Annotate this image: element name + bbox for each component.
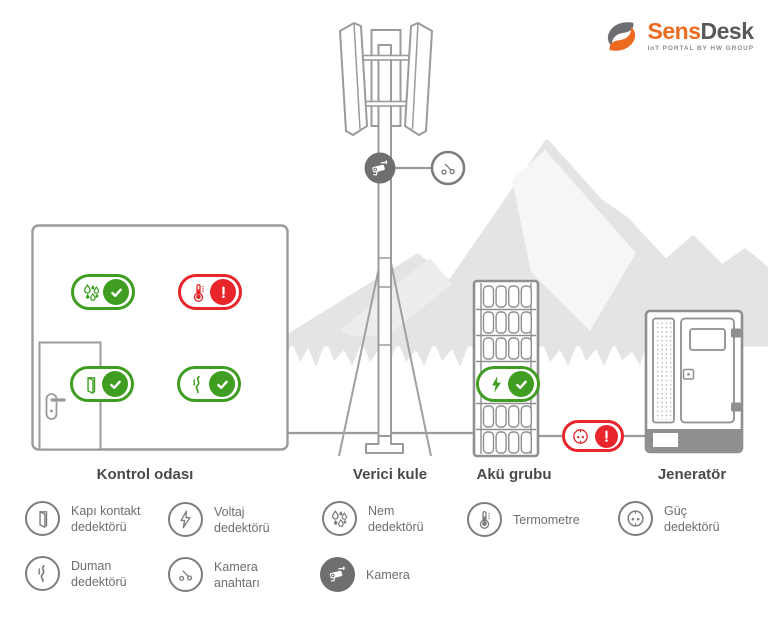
door-icon [80,374,101,395]
sensor-pill-temperature[interactable] [178,274,242,310]
status-ok-badge [102,371,128,397]
section-label-battery: Akü grubu [476,466,552,483]
smoke-icon [187,374,208,395]
section-label-tower: Verici kule [352,466,428,483]
legend-label: Termometre [513,512,580,527]
humidity-icon [81,282,102,303]
logo-tagline: IoT PORTAL BY HW GROUP [647,45,754,52]
treeline [276,336,646,367]
legend-label: Kamera [366,567,410,582]
status-alert-badge [595,424,618,448]
alert-icon [215,284,232,301]
sensdesk-logo[interactable]: SensDesk IoT PORTAL BY HW GROUP [603,20,754,52]
camera-switch-node[interactable] [430,150,466,186]
sensor-pill-door-contact[interactable] [70,366,134,402]
sensdesk-logo-icon [607,21,635,51]
control-room [31,224,289,451]
voltage-icon [168,502,203,537]
sensor-pill-humidity[interactable] [71,274,135,310]
camera-node[interactable] [364,152,396,184]
brand-name-primary: Sens [647,18,701,44]
legend-item-camera: Kamera [320,557,410,592]
camera-switch-icon [168,557,203,592]
check-icon [107,376,124,393]
check-icon [513,376,530,393]
smoke-icon [25,556,60,591]
door-icon [25,501,60,536]
thermometer-icon [467,502,502,537]
status-ok-badge [209,371,235,397]
brand-name-secondary: Desk [700,18,754,44]
status-ok-badge [103,279,129,305]
section-label-control-room: Kontrol odası [96,466,194,483]
section-label-generator: Jeneratör [657,466,727,483]
alert-icon [598,428,615,445]
sensor-pill-voltage[interactable] [476,366,540,402]
humidity-icon [322,501,357,536]
sensor-pill-smoke[interactable] [177,366,241,402]
status-ok-badge [508,371,534,397]
power-socket-icon [571,427,590,446]
brand-name: SensDesk [648,20,754,43]
status-alert-badge [210,279,236,305]
sensor-pill-power[interactable] [562,420,624,452]
camera-icon [320,557,355,592]
power-socket-icon [618,501,653,536]
thermometer-icon [188,282,209,303]
generator-cabinet [644,309,744,454]
guy-wires [338,262,432,457]
mountain-background [273,139,768,367]
transmitter-tower [338,22,433,457]
voltage-icon [486,374,507,395]
antenna-panels [339,22,433,136]
door-window [689,328,726,351]
check-icon [214,376,231,393]
tower-base [365,435,404,454]
legend-item-thermometer: Termometre [467,502,580,537]
check-icon [108,284,125,301]
